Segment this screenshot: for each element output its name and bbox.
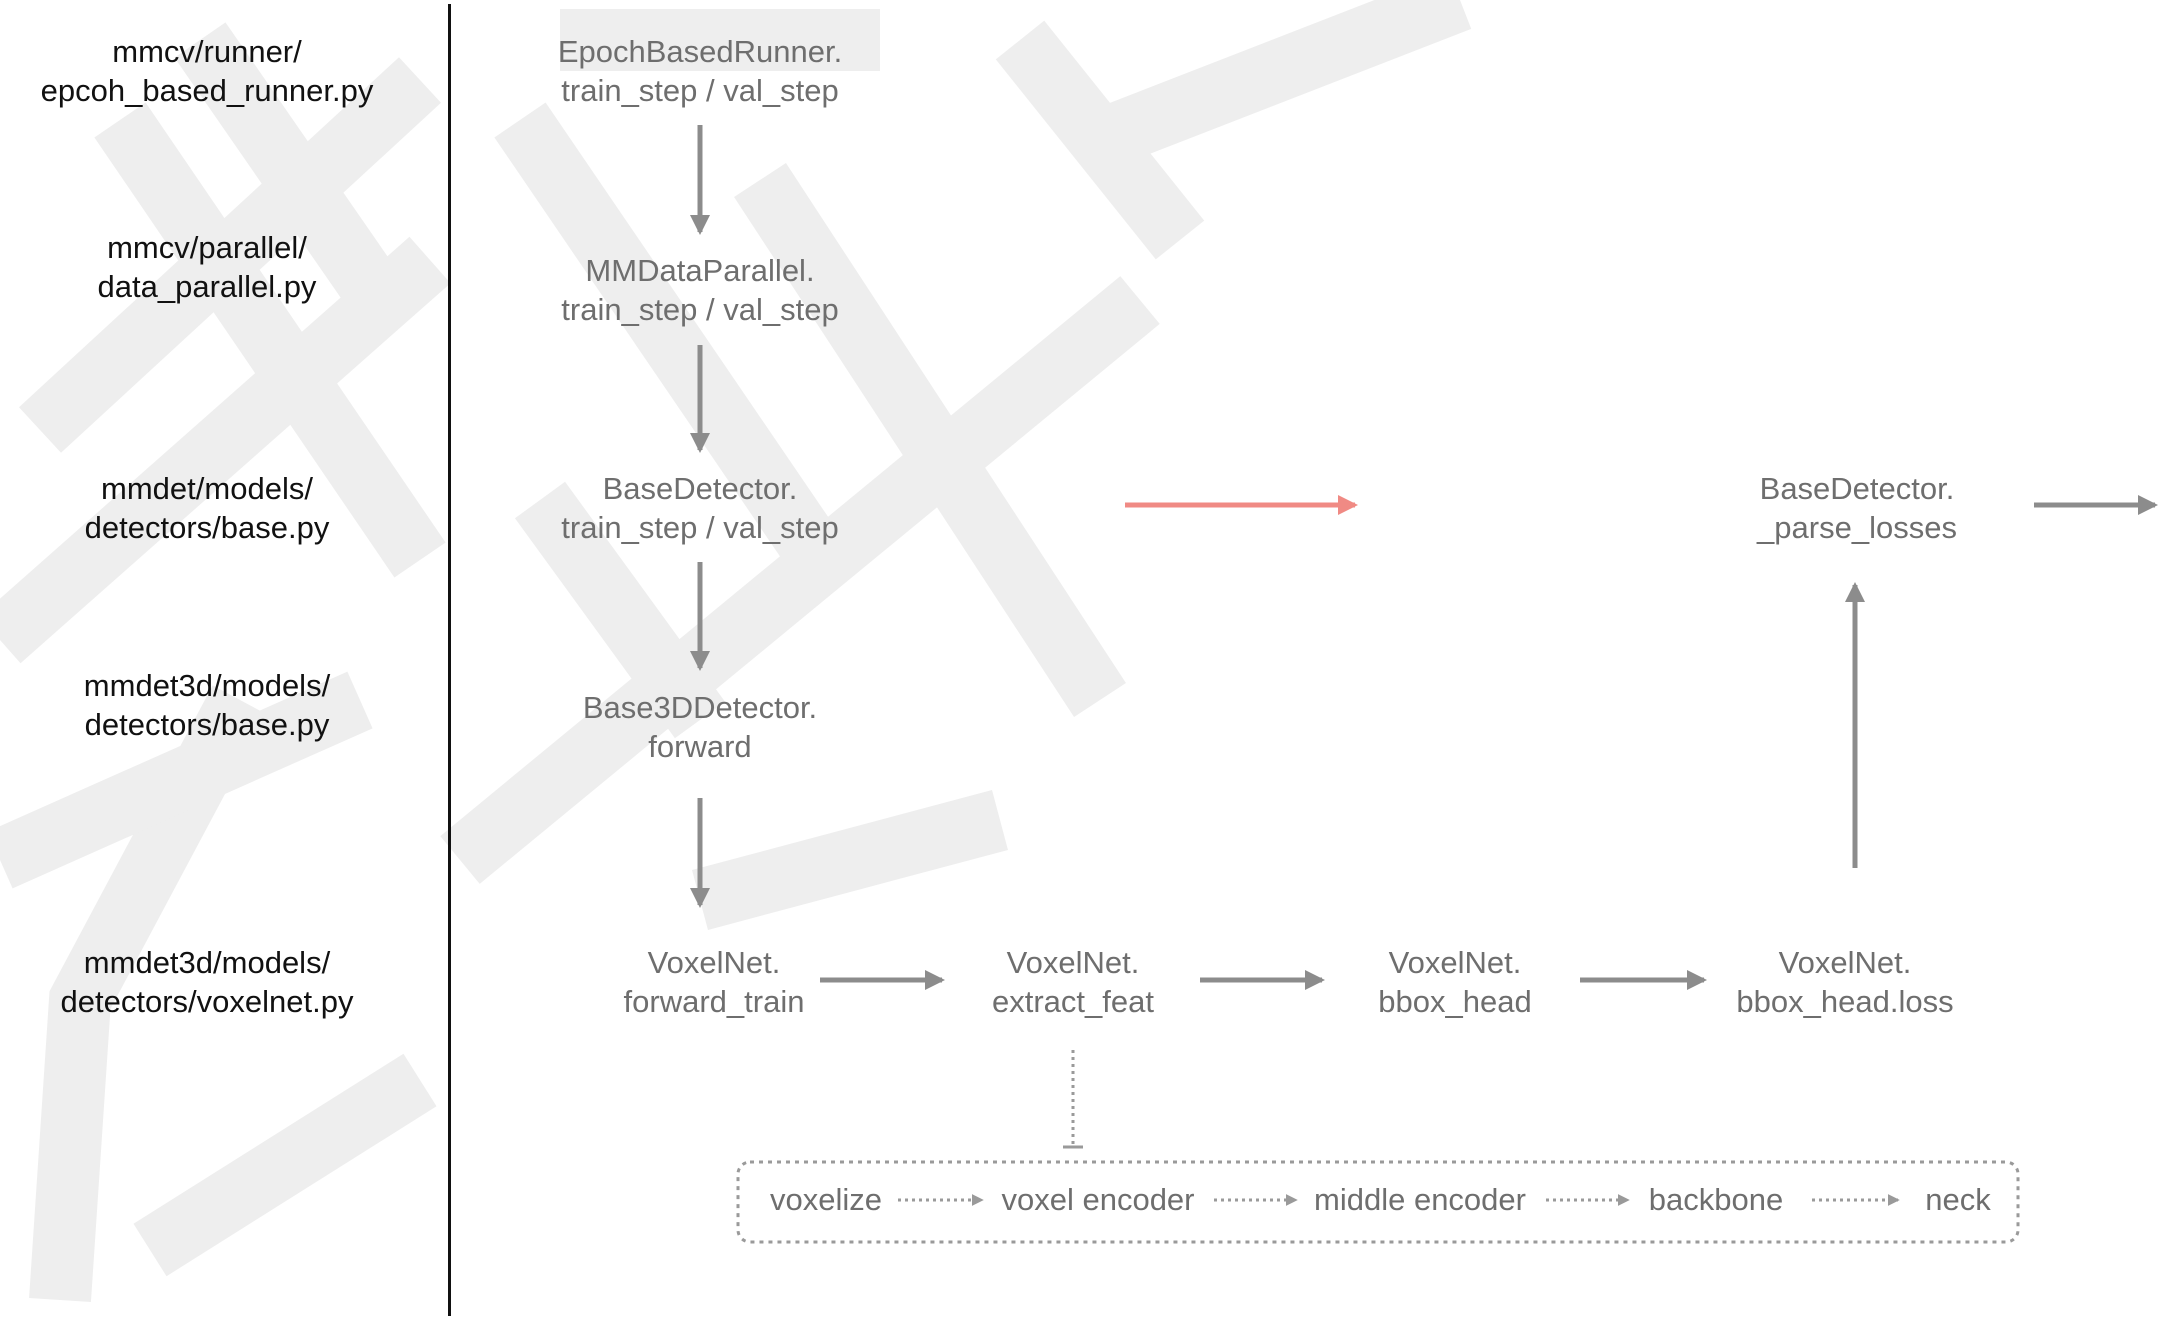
label-voxelnet-path: mmdet3d/models/ detectors/voxelnet.py xyxy=(61,943,354,1021)
node-base3d-detector-line2: forward xyxy=(648,729,752,764)
label-parallel-line2: data_parallel.py xyxy=(97,269,317,304)
node-extract-feat: VoxelNet. extract_feat xyxy=(992,943,1154,1021)
label-voxelnet-line1: mmdet3d/models/ xyxy=(83,945,331,980)
label-mmdet-base-line2: detectors/base.py xyxy=(84,510,330,545)
node-mmdataparallel-line2: train_step / val_step xyxy=(561,292,839,327)
node-bbox-head-line1: VoxelNet. xyxy=(1388,945,1522,980)
node-parse-losses-line1: BaseDetector. xyxy=(1759,471,1955,506)
node-forward-train: VoxelNet. forward_train xyxy=(624,943,805,1021)
column-divider xyxy=(448,4,451,1316)
node-mmdataparallel-line1: MMDataParallel. xyxy=(585,253,815,288)
pipeline-backbone: backbone xyxy=(1648,1182,1784,1217)
label-mmdet3d-base-line2: detectors/base.py xyxy=(84,707,330,742)
node-epoch-based-runner-line2: train_step / val_step xyxy=(561,73,839,108)
pipeline-voxelize: voxelize xyxy=(770,1182,882,1217)
node-epoch-based-runner-line1: EpochBasedRunner. xyxy=(557,34,843,69)
label-parallel-line1: mmcv/parallel/ xyxy=(107,230,307,265)
node-bbox-head-loss-line1: VoxelNet. xyxy=(1778,945,1912,980)
label-runner-path: mmcv/runner/ epcoh_based_runner.py xyxy=(41,32,374,110)
node-extract-feat-line2: extract_feat xyxy=(992,984,1154,1019)
label-runner-line2: epcoh_based_runner.py xyxy=(40,73,374,108)
label-parallel-path: mmcv/parallel/ data_parallel.py xyxy=(98,228,317,306)
node-forward-train-line2: forward_train xyxy=(623,984,805,1019)
node-bbox-head-loss-line2: bbox_head.loss xyxy=(1736,984,1954,1019)
node-parse-losses: BaseDetector. _parse_losses xyxy=(1757,469,1957,547)
pipeline-voxel-encoder: voxel encoder xyxy=(1001,1182,1195,1217)
node-epoch-based-runner: EpochBasedRunner. train_step / val_step xyxy=(558,32,842,110)
label-voxelnet-line2: detectors/voxelnet.py xyxy=(60,984,354,1019)
label-mmdet-base-line1: mmdet/models/ xyxy=(101,471,313,506)
node-base-detector-line2: train_step / val_step xyxy=(561,510,839,545)
pipeline-neck: neck xyxy=(1925,1182,1991,1217)
node-forward-train-line1: VoxelNet. xyxy=(647,945,781,980)
node-bbox-head: VoxelNet. bbox_head xyxy=(1378,943,1531,1021)
label-mmdet3d-base-path: mmdet3d/models/ detectors/base.py xyxy=(84,666,330,744)
node-base-detector: BaseDetector. train_step / val_step xyxy=(561,469,838,547)
node-base-detector-line1: BaseDetector. xyxy=(602,471,798,506)
pipeline-middle-encoder: middle encoder xyxy=(1314,1182,1526,1217)
node-extract-feat-line1: VoxelNet. xyxy=(1006,945,1140,980)
label-mmdet3d-base-line1: mmdet3d/models/ xyxy=(83,668,331,703)
node-bbox-head-line2: bbox_head xyxy=(1378,984,1532,1019)
label-runner-line1: mmcv/runner/ xyxy=(112,34,302,69)
node-base3d-detector-line1: Base3DDetector. xyxy=(582,690,818,725)
label-mmdet-base-path: mmdet/models/ detectors/base.py xyxy=(85,469,330,547)
node-mmdataparallel: MMDataParallel. train_step / val_step xyxy=(561,251,838,329)
node-parse-losses-line2: _parse_losses xyxy=(1757,510,1957,545)
node-bbox-head-loss: VoxelNet. bbox_head.loss xyxy=(1736,943,1953,1021)
node-base3d-detector: Base3DDetector. forward xyxy=(583,688,817,766)
